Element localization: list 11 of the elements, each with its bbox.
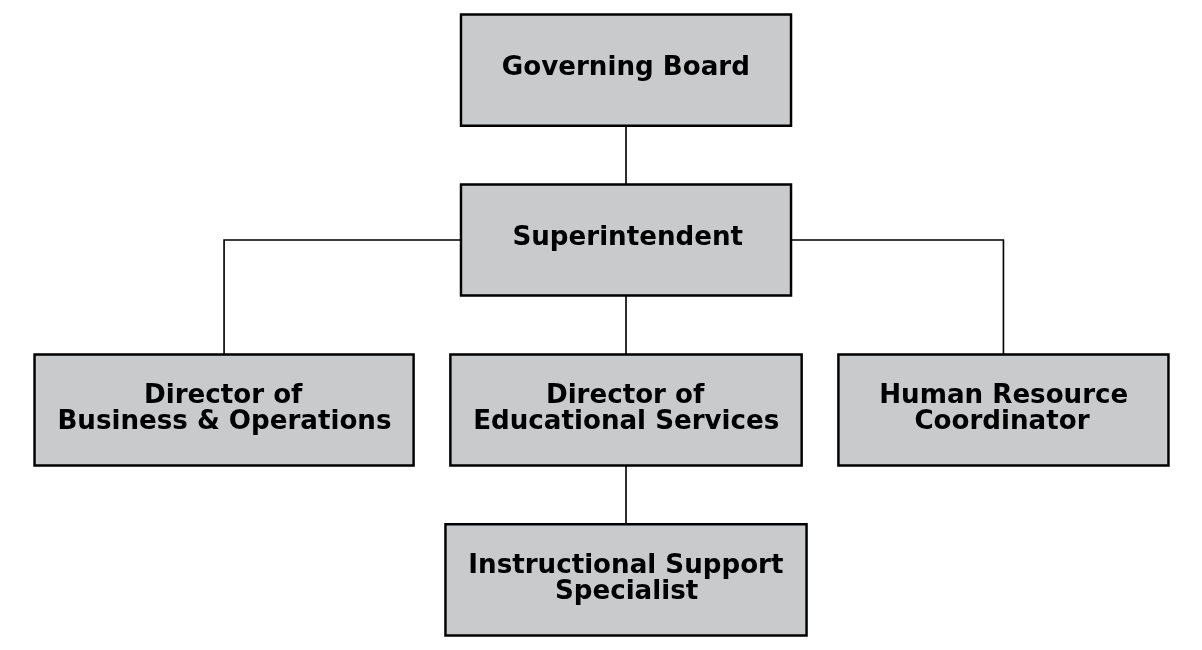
connector [624, 294, 627, 355]
connector [790, 239, 1004, 356]
node-box: Human Resource Coordinator [836, 353, 1170, 467]
node-box: Governing Board [459, 13, 792, 127]
node-box: Director of Business & Operations [32, 353, 415, 467]
node-box: Instructional Support Specialist [443, 523, 808, 637]
connector [624, 464, 627, 525]
node-box: Director of Educational Services [448, 353, 803, 467]
node-box: Superintendent [459, 183, 792, 297]
connector [624, 124, 627, 186]
connector [222, 239, 462, 356]
